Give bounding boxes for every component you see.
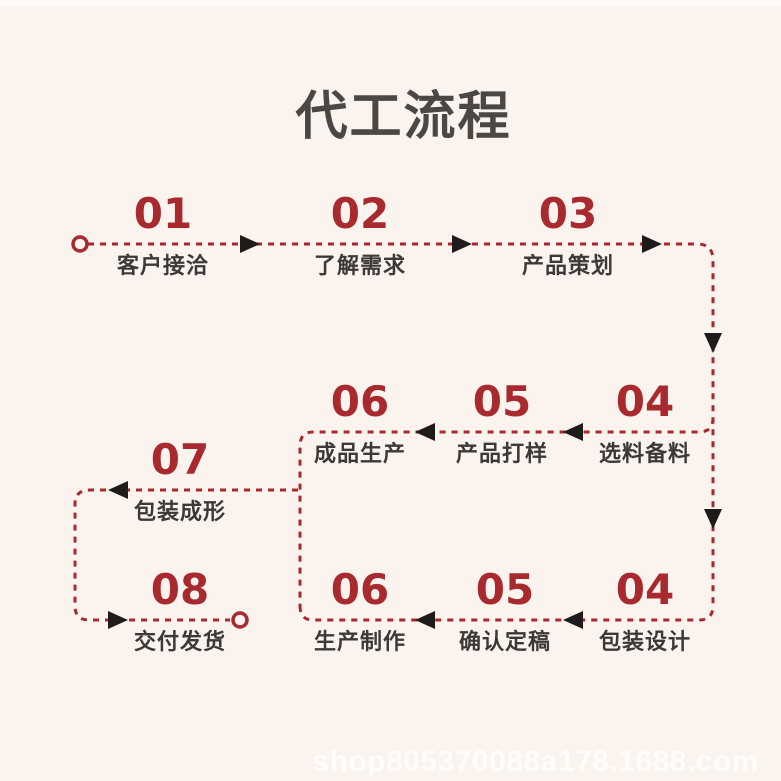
flow-line-step07-step08 xyxy=(73,488,298,622)
flow-step-05b: 05 确认定稿 xyxy=(410,564,600,656)
step-label: 交付发货 xyxy=(133,629,226,654)
step-label: 成品生产 xyxy=(313,441,406,466)
step-number: 05 xyxy=(475,565,535,614)
arrow-left-icon xyxy=(563,423,583,441)
step-number: 03 xyxy=(538,189,598,238)
step-label: 生产制作 xyxy=(313,629,406,654)
step-number: 05 xyxy=(472,377,532,426)
arrow-left-icon xyxy=(415,611,435,629)
flow-step-06a: 06 成品生产 xyxy=(265,376,455,468)
step-label: 产品打样 xyxy=(455,441,548,466)
flow-step-03: 03 产品策划 xyxy=(473,188,663,280)
arrow-right-icon xyxy=(240,235,260,253)
step-label: 包装设计 xyxy=(598,629,691,654)
arrow-left-icon xyxy=(563,611,583,629)
step-number: 08 xyxy=(150,565,210,614)
flow-end-circle xyxy=(231,611,249,629)
arrow-right-icon xyxy=(108,611,128,629)
arrow-right-icon xyxy=(452,235,472,253)
step-label: 产品策划 xyxy=(521,253,614,278)
step-label: 客户接洽 xyxy=(116,253,209,278)
page-title: 代工流程 xyxy=(295,88,512,146)
arrow-left-icon xyxy=(108,481,128,499)
step-number: 02 xyxy=(330,189,390,238)
arrow-right-icon xyxy=(642,235,662,253)
step-number: 04 xyxy=(615,377,675,426)
step-label: 包装成形 xyxy=(133,499,226,524)
flow-step-05a: 05 产品打样 xyxy=(407,376,597,468)
flow-start-circle xyxy=(71,235,89,253)
step-label: 确认定稿 xyxy=(458,629,551,654)
step-label: 了解需求 xyxy=(313,253,406,278)
arrow-down-icon xyxy=(704,509,722,529)
flow-step-01: 01 客户接洽 xyxy=(68,188,258,280)
step-number: 04 xyxy=(615,565,675,614)
flow-line-row3-bottom xyxy=(298,605,715,622)
step-number: 06 xyxy=(330,565,390,614)
flow-step-02: 02 了解需求 xyxy=(265,188,455,280)
flow-step-08: 08 交付发货 xyxy=(85,564,275,656)
flow-step-07: 07 包装成形 xyxy=(85,434,275,526)
flow-step-04b: 04 包装设计 xyxy=(550,564,740,656)
flow-step-06b: 06 生产制作 xyxy=(265,564,455,656)
shop-watermark: shop805370088a178.1688.com xyxy=(312,745,759,778)
step-number: 06 xyxy=(330,377,390,426)
flow-step-04a: 04 选料备料 xyxy=(550,376,740,468)
step-number: 01 xyxy=(133,189,193,238)
step-number: 07 xyxy=(150,435,210,484)
arrow-down-icon xyxy=(704,333,722,353)
arrow-left-icon xyxy=(415,423,435,441)
flow-line-row2-branch xyxy=(298,417,715,606)
top-edge-highlight xyxy=(0,0,781,6)
step-label: 选料备料 xyxy=(598,441,691,466)
